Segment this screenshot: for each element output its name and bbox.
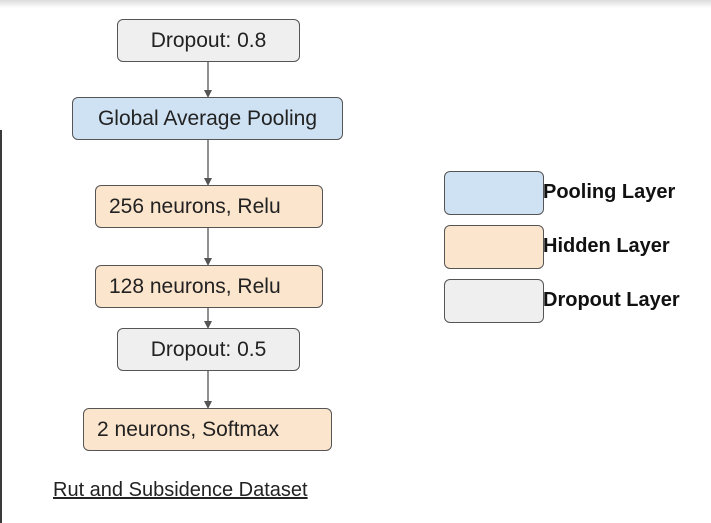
node-128-neurons-relu: 128 neurons, Relu — [95, 265, 323, 308]
legend-swatch-hidden — [444, 225, 544, 269]
legend-label-hidden: Hidden Layer — [543, 235, 670, 257]
left-border-line — [0, 130, 2, 523]
legend-label-dropout: Dropout Layer — [543, 289, 680, 311]
node-global-average-pooling: Global Average Pooling — [72, 97, 343, 140]
node-2-neurons-softmax: 2 neurons, Softmax — [83, 408, 332, 451]
legend-swatch-pooling — [444, 171, 544, 215]
node-dropout-0-5: Dropout: 0.5 — [117, 328, 300, 371]
legend-label-pooling: Pooling Layer — [543, 181, 676, 203]
top-shadow — [0, 0, 711, 8]
node-dropout-0-8: Dropout: 0.8 — [117, 19, 300, 62]
legend-swatch-dropout — [444, 279, 544, 323]
node-256-neurons-relu: 256 neurons, Relu — [95, 185, 323, 228]
dataset-caption: Rut and Subsidence Dataset — [53, 479, 308, 501]
